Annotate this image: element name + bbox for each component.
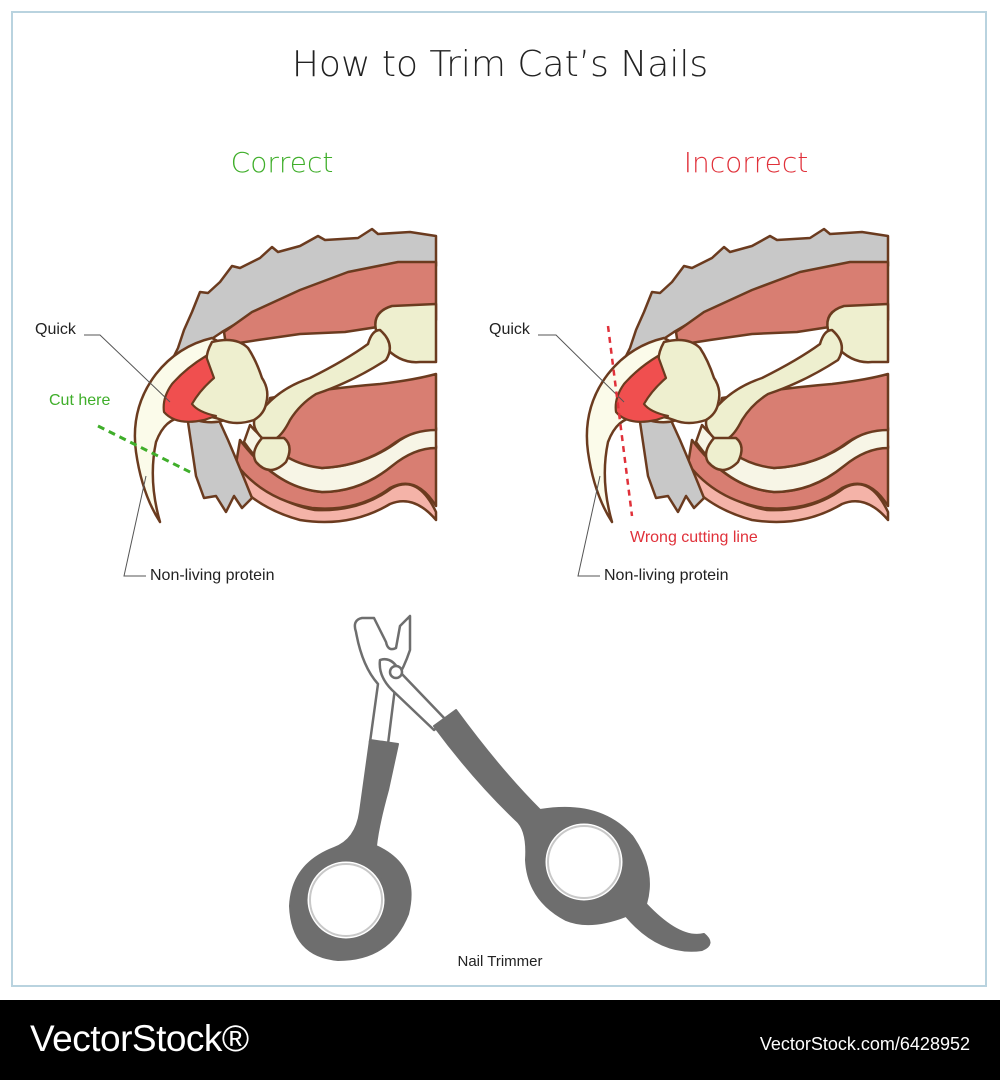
incorrect-quick-leader [538, 334, 625, 403]
correct-paw-illustration [133, 227, 438, 524]
footer-bar: VectorStock® VectorStock.com/6428952 [0, 1000, 1000, 1080]
page-title: How to Trim Cat’s Nails [292, 44, 708, 85]
incorrect-wrong-label: Wrong cutting line [630, 529, 758, 546]
incorrect-cut-line [606, 325, 634, 517]
correct-panel: Correct Quick Cut here Non-living protei… [35, 146, 438, 584]
correct-protein-label: Non-living protein [150, 567, 275, 584]
incorrect-protein-leader [577, 475, 601, 577]
correct-quick-leader [84, 334, 171, 403]
incorrect-quick-label: Quick [489, 321, 531, 338]
trimmer-label: Nail Trimmer [458, 953, 543, 970]
correct-quick-label: Quick [35, 321, 77, 338]
incorrect-protein-label: Non-living protein [604, 567, 729, 584]
correct-heading: Correct [231, 146, 334, 179]
incorrect-paw-illustration [585, 227, 890, 524]
correct-cut-label: Cut here [49, 392, 110, 409]
footer-brand-logo: VectorStock® [30, 1018, 249, 1059]
incorrect-heading: Incorrect [684, 146, 809, 179]
incorrect-panel: Incorrect Quick Wrong cutting line Non-l… [489, 146, 890, 584]
footer-image-id: VectorStock.com/6428952 [759, 1034, 970, 1054]
correct-protein-leader [123, 475, 147, 577]
nail-trim-diagram: How to Trim Cat’s Nails Correct Quick Cu… [35, 44, 890, 970]
correct-cut-line [97, 424, 195, 476]
nail-trimmer-illustration [289, 614, 711, 961]
